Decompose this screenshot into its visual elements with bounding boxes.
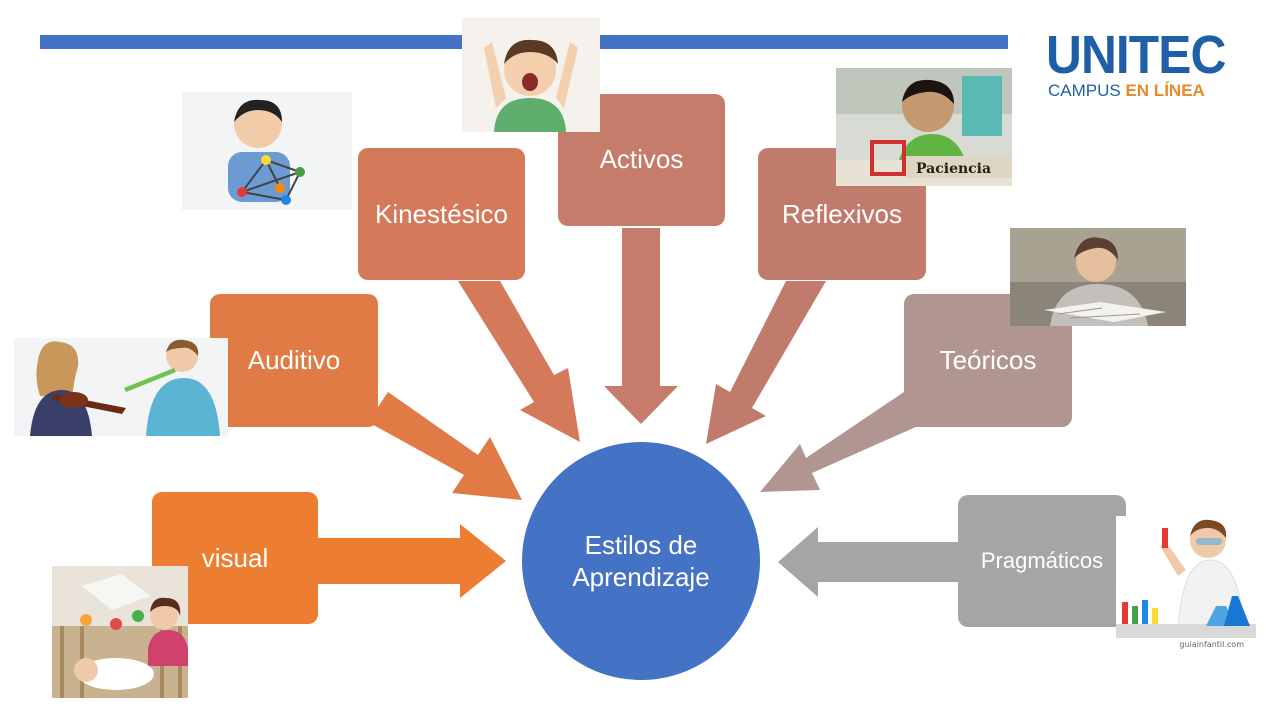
arrow-activos	[604, 228, 678, 424]
center-line-2: Aprendizaje	[572, 562, 710, 592]
reflexivos-sign-text: Paciencia	[916, 161, 991, 177]
center-label: Estilos de Aprendizaje	[572, 529, 709, 593]
arrow-auditivo	[368, 392, 522, 500]
arrow-pragmaticos	[778, 527, 960, 597]
label-visual: visual	[201, 542, 269, 573]
photo-teoricos-child	[1010, 228, 1186, 326]
label-auditivo: Auditivo	[247, 345, 341, 375]
arrow-visual	[318, 524, 506, 598]
photo-kinestesico-child	[182, 92, 352, 210]
center-line-1: Estilos de	[584, 530, 698, 560]
photo-pragmaticos-child: guiainfantil.com	[1116, 516, 1256, 652]
unitec-logo: UNITEC CAMPUS EN LÍNEA	[1040, 28, 1240, 108]
arrow-teoricos	[760, 392, 918, 492]
label-pragmaticos: Pragmáticos	[980, 548, 1104, 573]
arrow-kinestesico	[458, 281, 580, 442]
label-activos: Activos	[599, 144, 684, 174]
photo-activos-child	[462, 18, 600, 132]
photo-reflexivos-child: Paciencia	[836, 68, 1012, 186]
logo-brand: UNITEC	[1046, 25, 1226, 85]
logo-subtitle: CAMPUS EN LÍNEA	[1048, 81, 1205, 101]
photo-visual-baby	[52, 566, 188, 698]
label-teoricos: Teóricos	[939, 345, 1037, 375]
label-reflexivos: Reflexivos	[782, 198, 902, 229]
logo-sub-highlight: EN LÍNEA	[1125, 81, 1205, 100]
label-kinestesico: Kinestésico	[375, 198, 508, 229]
box-kinestesico: Kinestésico	[358, 148, 525, 280]
photo-auditivo-children	[14, 338, 228, 436]
arrow-reflexivos	[706, 281, 826, 444]
logo-sub-prefix: CAMPUS	[1048, 81, 1126, 100]
center-circle: Estilos de Aprendizaje	[522, 442, 760, 680]
pragmaticos-credit: guiainfantil.com	[1179, 640, 1244, 649]
box-pragmaticos: Pragmáticos	[958, 495, 1126, 627]
box-auditivo: Auditivo	[210, 294, 378, 427]
